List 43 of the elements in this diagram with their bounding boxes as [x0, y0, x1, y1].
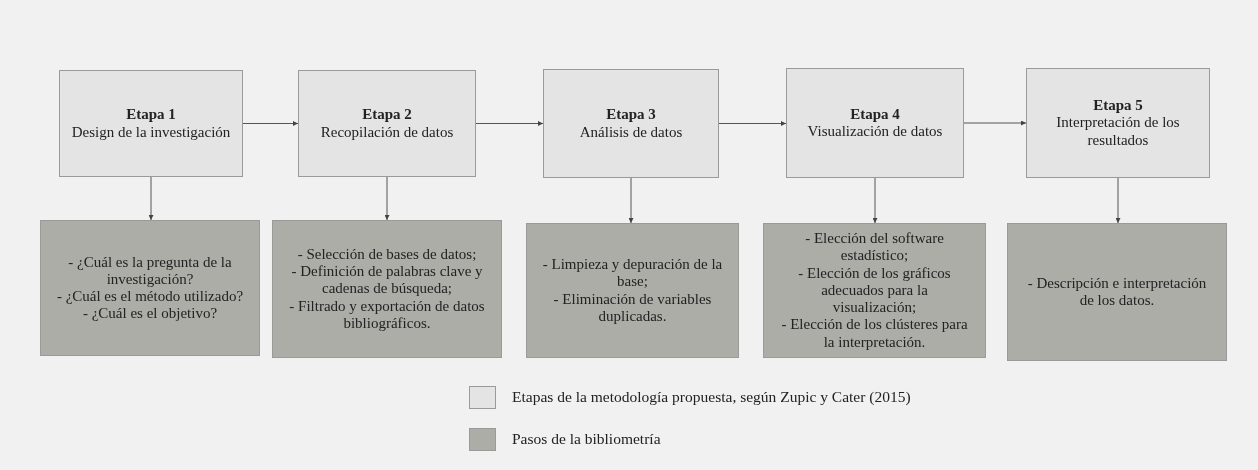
step-description: - Selección de bases de datos;: [297, 245, 477, 264]
arrow: [1115, 177, 1121, 224]
stage-box: [298, 70, 476, 177]
stage-heading: Etapa 5: [1093, 97, 1143, 115]
arrow: [963, 120, 1027, 126]
step-box: [40, 220, 260, 356]
stage-box: [786, 68, 964, 178]
step-box: [272, 220, 502, 358]
step-description: - Filtrado y exportación de datos bibliográficos.: [288, 297, 486, 333]
arrow: [475, 121, 544, 126]
stage-box: [1026, 68, 1210, 178]
step-description: - Definición de palabras clave y cadenas de búsqueda;: [290, 263, 484, 298]
step-box: [763, 223, 986, 358]
stage-heading: Etapa 4: [850, 105, 900, 123]
stage-description: Recopilación de datos: [320, 123, 454, 141]
arrow: [628, 177, 634, 224]
legend-text: Pasos de la bibliometría: [512, 430, 661, 448]
arrow: [718, 121, 787, 126]
step-description: - ¿Cuál es la pregunta de la investigación?: [67, 253, 233, 288]
stage-description: Visualización de datos: [807, 123, 943, 141]
arrow: [872, 177, 878, 224]
step-description: - ¿Cuál es el método utilizado?: [56, 288, 244, 306]
legend-text: Etapas de la metodología propuesta, según Zupic y Cater (2015): [512, 388, 911, 406]
step-description: - Elección del software estadístico;: [804, 230, 945, 265]
arrow: [148, 176, 154, 221]
step-description: - Descripción e interpretación de los datos.: [1026, 274, 1208, 310]
step-box: [526, 223, 739, 358]
step-box: [1007, 223, 1227, 361]
step-description: - Eliminación de variables duplicadas.: [552, 290, 713, 325]
step-description: - Limpieza y depuración de la base;: [541, 256, 724, 291]
step-description: - ¿Cuál es el objetivo?: [82, 305, 218, 323]
arrow: [384, 176, 390, 221]
stage-description: Análisis de datos: [579, 123, 683, 141]
stage-box: [59, 70, 243, 177]
step-description: - Elección de los clústeres para la interpretación.: [780, 316, 969, 351]
arrow: [242, 121, 299, 126]
stage-heading: Etapa 3: [606, 106, 656, 124]
stage-box: [543, 69, 719, 178]
stage-heading: Etapa 2: [362, 106, 412, 124]
stage-description: Design de la investigación: [71, 123, 231, 141]
step-description: - Elección de los gráficos adecuados para la visualización;: [797, 264, 952, 317]
stage-description: Interpretación de los resultados: [1055, 114, 1181, 149]
stage-heading: Etapa 1: [126, 106, 176, 124]
